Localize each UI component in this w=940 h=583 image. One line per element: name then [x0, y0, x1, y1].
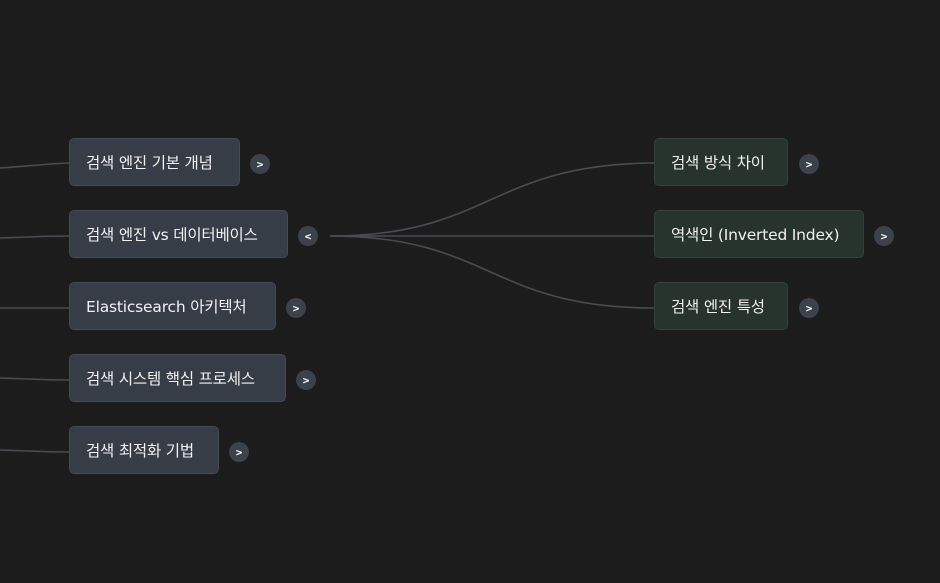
chevron-right-icon[interactable]: > [250, 154, 270, 174]
edge-parent-to-node-4 [0, 377, 70, 381]
chevron-right-icon[interactable]: > [229, 442, 249, 462]
edge-node-2-to-sub-3 [329, 235, 655, 309]
chevron-left-icon[interactable]: < [298, 226, 318, 246]
mindmap-node-search-method-difference[interactable]: 검색 방식 차이 [654, 138, 788, 186]
node-label: Elasticsearch 아키텍처 [86, 298, 247, 316]
node-label: 검색 엔진 vs 데이터베이스 [86, 226, 258, 244]
mindmap-node-search-engine-vs-database[interactable]: 검색 엔진 vs 데이터베이스 [69, 210, 288, 258]
chevron-right-icon[interactable]: > [296, 370, 316, 390]
node-label: 검색 시스템 핵심 프로세스 [86, 370, 255, 388]
chevron-right-icon[interactable]: > [799, 154, 819, 174]
edge-parent-to-node-2 [0, 235, 70, 239]
mindmap-node-search-optimization[interactable]: 검색 최적화 기법 [69, 426, 219, 474]
edge-parent-to-node-1 [0, 162, 70, 169]
node-label: 검색 엔진 기본 개념 [86, 154, 213, 172]
edge-node-2-to-sub-1 [329, 162, 655, 237]
mindmap-node-search-engine-characteristics[interactable]: 검색 엔진 특성 [654, 282, 788, 330]
node-label: 역색인 (Inverted Index) [671, 226, 840, 244]
chevron-right-icon[interactable]: > [874, 226, 894, 246]
edge-parent-to-node-5 [0, 449, 70, 453]
mindmap-node-search-engine-basics[interactable]: 검색 엔진 기본 개념 [69, 138, 240, 186]
chevron-right-icon[interactable]: > [286, 298, 306, 318]
mindmap-node-inverted-index[interactable]: 역색인 (Inverted Index) [654, 210, 864, 258]
node-label: 검색 방식 차이 [671, 154, 765, 172]
mindmap-node-elasticsearch-architecture[interactable]: Elasticsearch 아키텍처 [69, 282, 276, 330]
node-label: 검색 최적화 기법 [86, 442, 194, 460]
mindmap-node-search-system-core-process[interactable]: 검색 시스템 핵심 프로세스 [69, 354, 286, 402]
chevron-right-icon[interactable]: > [799, 298, 819, 318]
node-label: 검색 엔진 특성 [671, 298, 765, 316]
